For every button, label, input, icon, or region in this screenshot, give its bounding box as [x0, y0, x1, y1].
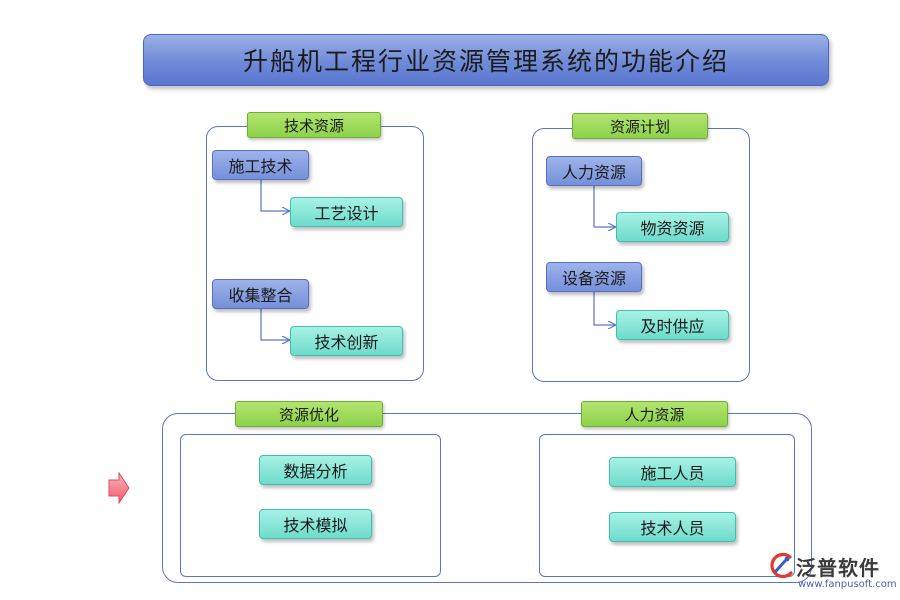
node-tech-innovation: 技术创新 [290, 326, 403, 356]
node-tech-staff: 技术人员 [609, 512, 736, 542]
node-process-design: 工艺设计 [290, 197, 403, 227]
panel-resource-optimize [180, 434, 441, 577]
brand-logo: 泛普软件 www.fanpusoft.com [768, 552, 897, 596]
tag-resource-plan: 资源计划 [572, 113, 708, 139]
panel-bottom-outer [162, 413, 812, 583]
fanpu-logo-icon [770, 552, 793, 579]
brand-name: 泛普软件 [796, 556, 880, 580]
node-construction-tech: 施工技术 [212, 150, 309, 180]
tag-human-resources: 人力资源 [581, 401, 728, 427]
node-data-analysis: 数据分析 [259, 455, 372, 485]
node-collect-integrate: 收集整合 [212, 279, 309, 309]
tag-resource-optimize: 资源优化 [235, 401, 383, 427]
node-tech-simulation: 技术模拟 [259, 509, 372, 539]
page-title: 升船机工程行业资源管理系统的功能介绍 [143, 34, 829, 86]
node-timely-supply: 及时供应 [616, 310, 729, 340]
node-construction-staff: 施工人员 [609, 457, 736, 487]
panel-human-resources [539, 434, 795, 577]
tag-tech-resources: 技术资源 [247, 112, 381, 138]
node-human-resources: 人力资源 [546, 156, 642, 186]
brand-url: www.fanpusoft.com [798, 579, 897, 590]
node-equipment-resources: 设备资源 [546, 262, 642, 292]
right-arrow-icon [108, 472, 130, 504]
node-material-resources: 物资资源 [616, 212, 729, 242]
